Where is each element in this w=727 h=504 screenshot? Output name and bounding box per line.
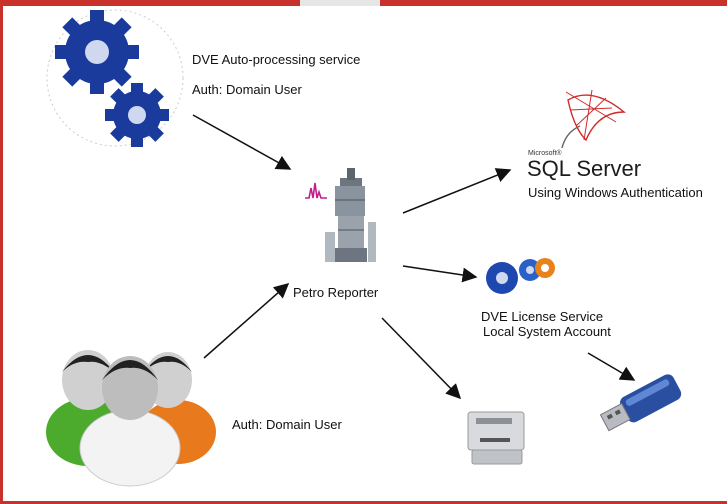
arrow-license-to-usb xyxy=(587,352,636,381)
service-auth-label: Auth: Domain User xyxy=(192,82,302,97)
arrow-reporter-to-printer xyxy=(381,317,462,400)
gears-icon xyxy=(46,9,184,147)
license-name-label: DVE License Service xyxy=(481,309,604,324)
frame-tab xyxy=(300,0,380,6)
service-name-label: DVE Auto-processing service xyxy=(192,52,361,67)
sql-brand-label: SQL Server xyxy=(527,156,642,181)
reporter-name-label: Petro Reporter xyxy=(293,285,379,300)
users-icon xyxy=(46,350,216,487)
arrow-service-to-reporter xyxy=(192,114,292,170)
arrow-reporter-to-sql xyxy=(402,168,512,214)
arrow-users-to-reporter xyxy=(203,283,290,359)
license-gears-icon xyxy=(486,258,555,294)
tower-icon xyxy=(305,168,376,262)
usb-key-icon xyxy=(599,374,682,432)
arrow-reporter-to-license xyxy=(402,265,478,283)
sql-server-logo-icon xyxy=(561,89,626,149)
connectors xyxy=(192,114,636,400)
printer-icon xyxy=(467,411,525,465)
license-account-label: Local System Account xyxy=(483,324,611,339)
sql-brand-small-label: Microsoft® xyxy=(528,150,562,157)
sql-auth-label: Using Windows Authentication xyxy=(528,185,703,200)
users-auth-label: Auth: Domain User xyxy=(232,417,342,432)
